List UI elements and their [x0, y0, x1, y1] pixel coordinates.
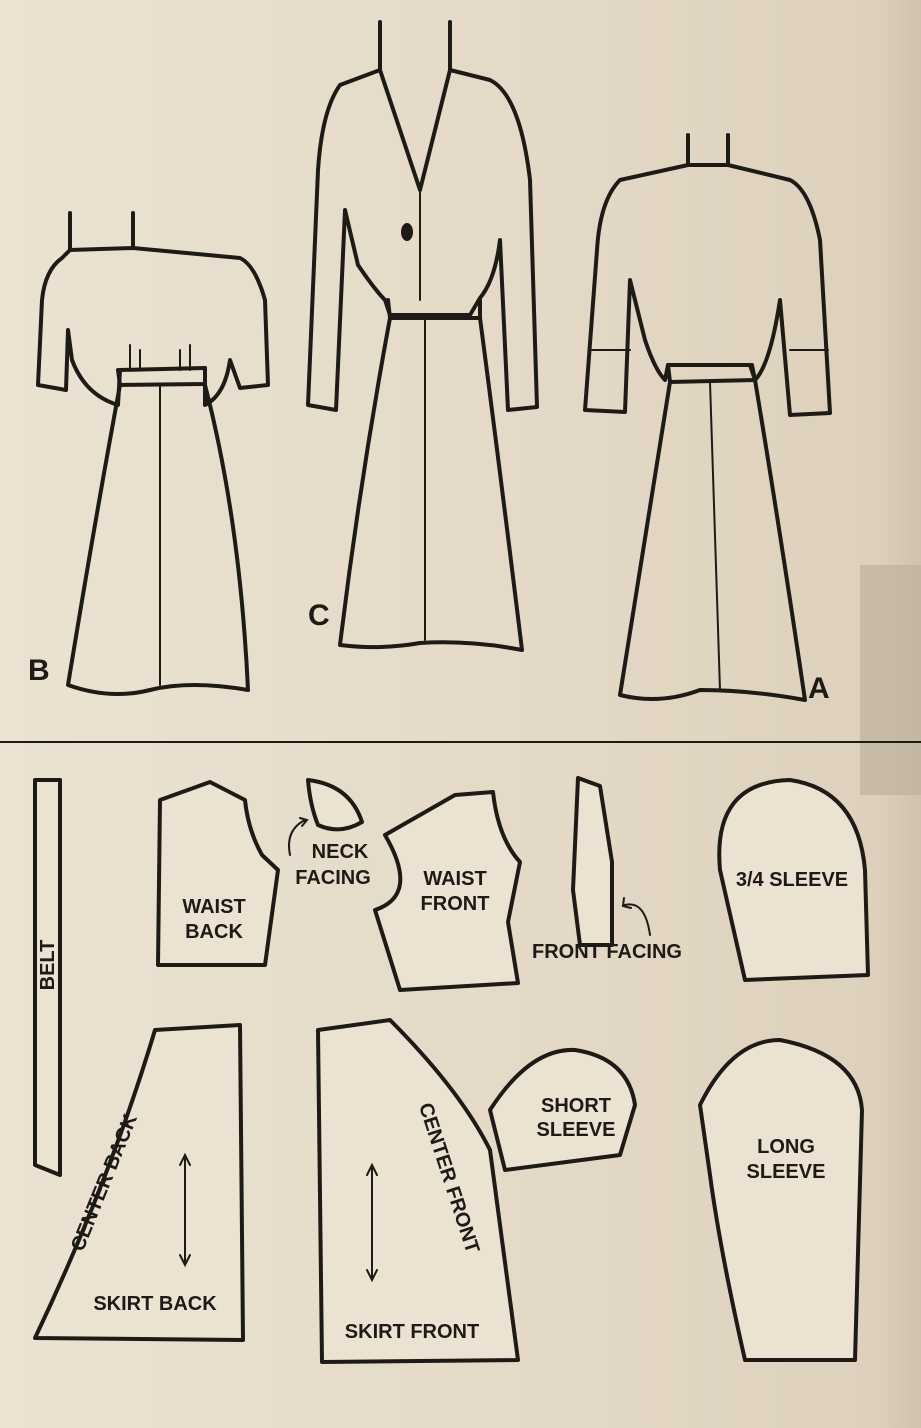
- grainline-arrow: [179, 1152, 378, 1283]
- long-sleeve-piece: [698, 1038, 864, 1362]
- waist-front-label: WAIST: [423, 868, 486, 890]
- neck-facing-label: NECK: [312, 841, 369, 863]
- skirt-front-label: SKIRT FRONT: [345, 1321, 479, 1343]
- front-facing-label: FRONT FACING: [532, 941, 682, 963]
- waist-back-label: WAIST: [182, 896, 245, 918]
- skirt-back-piece: [33, 1023, 245, 1342]
- waist-front-piece: [373, 790, 522, 992]
- long-sleeve-label: LONG: [757, 1136, 815, 1158]
- view-label-c: C: [308, 599, 330, 632]
- view-label-b: B: [28, 654, 50, 687]
- waist-back-label: BACK: [185, 921, 243, 943]
- belt-piece: [33, 778, 62, 1177]
- short-sleeve-label: SHORT: [541, 1095, 611, 1117]
- dress-view-c: [306, 20, 539, 652]
- view-label-a: A: [808, 672, 830, 705]
- dress-view-b: [36, 211, 270, 696]
- waist-back-piece: [156, 780, 280, 967]
- neck-facing-piece: [306, 778, 364, 832]
- skirt-back-label: SKIRT BACK: [93, 1293, 217, 1315]
- front-facing-piece: [571, 776, 614, 947]
- three-quarter-sleeve-piece: [717, 778, 870, 982]
- button-icon: [401, 223, 413, 241]
- neck-facing-label: FACING: [295, 867, 371, 889]
- short-sleeve-label: SLEEVE: [537, 1119, 616, 1141]
- tape-strip: [860, 565, 921, 795]
- waist-front-label: FRONT: [421, 893, 490, 915]
- long-sleeve-label: SLEEVE: [747, 1161, 826, 1183]
- three-quarter-sleeve-label: 3/4 SLEEVE: [736, 869, 848, 891]
- belt-label: BELT: [37, 940, 59, 991]
- dress-view-a: [583, 133, 832, 702]
- skirt-front-piece: [316, 1018, 520, 1364]
- short-sleeve-piece: [488, 1047, 637, 1172]
